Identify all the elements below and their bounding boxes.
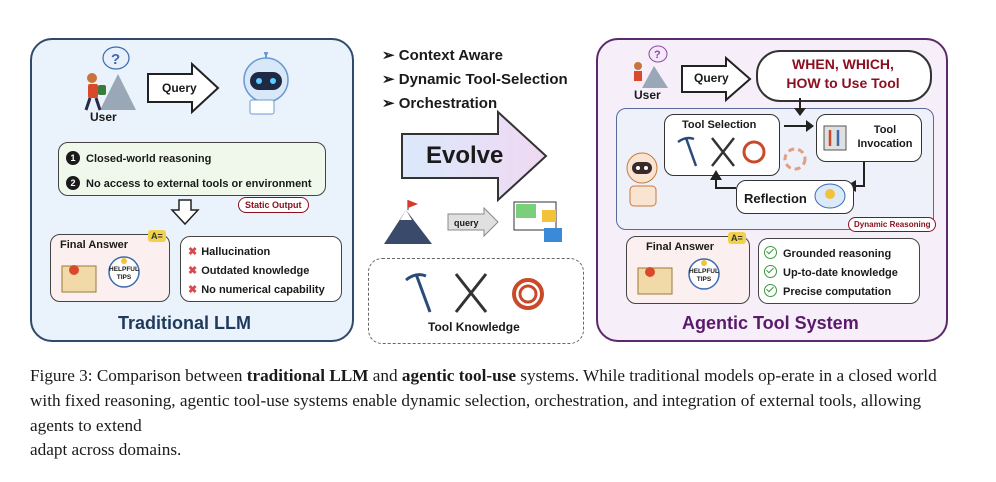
query-small-label: query <box>454 218 479 228</box>
caption-label: Figure 3: <box>30 366 93 385</box>
robot-icon <box>243 52 289 115</box>
x-icon: ✖ <box>188 284 198 296</box>
right-tips-icon <box>637 258 720 295</box>
svg-text:?: ? <box>654 49 661 61</box>
right-user-hiker-icon: ? <box>634 45 668 88</box>
right-tips-text: HELPFUL TIPS <box>689 268 719 283</box>
benefit-item-3: Precise computation <box>764 284 891 298</box>
feature-item: ➢ Orchestration <box>382 95 498 112</box>
issue-item-2: ✖Outdated knowledge <box>188 265 310 277</box>
reflection-label: Reflection <box>744 191 807 206</box>
feature-item: ➢ Context Aware <box>382 47 503 64</box>
tool-invocation-label: Tool Invocation <box>857 124 913 150</box>
left-tips-text: HELPFUL TIPS <box>109 266 139 281</box>
chevron-right-icon: ➢ <box>382 95 399 112</box>
benefit-item-2: Up-to-date knowledge <box>764 265 898 279</box>
static-output-badge: Static Output <box>238 197 309 213</box>
mountain-query-screens-icon <box>384 200 562 244</box>
check-circle-icon <box>764 246 777 259</box>
down-arrow-left <box>170 199 200 226</box>
check-circle-icon <box>764 284 777 297</box>
right-answer-doc-icon: A= <box>728 232 746 244</box>
issue-item-1: ✖Hallucination <box>188 246 271 258</box>
issues-box <box>180 236 342 302</box>
user-hiker-icon: ? <box>84 46 136 111</box>
dynamic-reasoning-badge: Dynamic Reasoning <box>848 217 937 232</box>
when-which-bubble <box>756 50 932 102</box>
chevron-right-icon: ➢ <box>382 47 399 64</box>
left-final-answer-label: Final Answer <box>60 239 129 251</box>
reasoning-box <box>58 142 326 196</box>
tools-icon <box>405 273 544 313</box>
figure-caption: Figure 3: Comparison between traditional… <box>30 366 937 460</box>
query-arrow-right <box>681 56 752 102</box>
evolve-label: Evolve <box>426 142 504 169</box>
left-panel-title: Traditional LLM <box>118 313 251 333</box>
svg-text:?: ? <box>111 51 120 68</box>
tool-selection-tools-icon <box>677 136 766 167</box>
x-icon: ✖ <box>188 246 198 258</box>
caption-redaction <box>548 418 968 448</box>
arrow-to-invocation <box>784 98 814 132</box>
tool-knowledge-box <box>368 258 584 344</box>
check-circle-icon <box>764 265 777 278</box>
right-user-label: User <box>634 88 661 102</box>
query-arrow-left <box>147 62 220 114</box>
benefits-box <box>758 238 920 304</box>
feature-item: ➢ Dynamic Tool-Selection <box>382 71 568 88</box>
benefit-item-1: Grounded reasoning <box>764 246 891 260</box>
feature-list: ➢ Context Aware ➢ Dynamic Tool-Selection… <box>382 44 568 116</box>
right-query-label: Query <box>694 71 729 85</box>
left-tips-icon <box>61 256 140 293</box>
tool-selection-label: Tool Selection <box>682 119 757 131</box>
left-answer-doc-icon: A= <box>148 230 166 242</box>
reflection-bulb-icon <box>814 183 846 209</box>
issue-item-3: ✖No numerical capability <box>188 284 325 296</box>
chevron-right-icon: ➢ <box>382 71 399 88</box>
left-user-label: User <box>90 110 117 124</box>
evolve-arrow <box>401 109 548 203</box>
agent-robot-icon <box>626 152 658 207</box>
tool-knowledge-label: Tool Knowledge <box>428 320 520 334</box>
right-final-answer-label: Final Answer <box>646 241 715 253</box>
right-panel-title: Agentic Tool System <box>682 313 859 333</box>
left-query-label: Query <box>162 81 197 95</box>
when-which-label: WHEN, WHICH, HOW to Use Tool <box>786 56 900 91</box>
cycle-icon <box>783 147 807 171</box>
wrench-icon <box>823 125 847 151</box>
x-icon: ✖ <box>188 265 198 277</box>
